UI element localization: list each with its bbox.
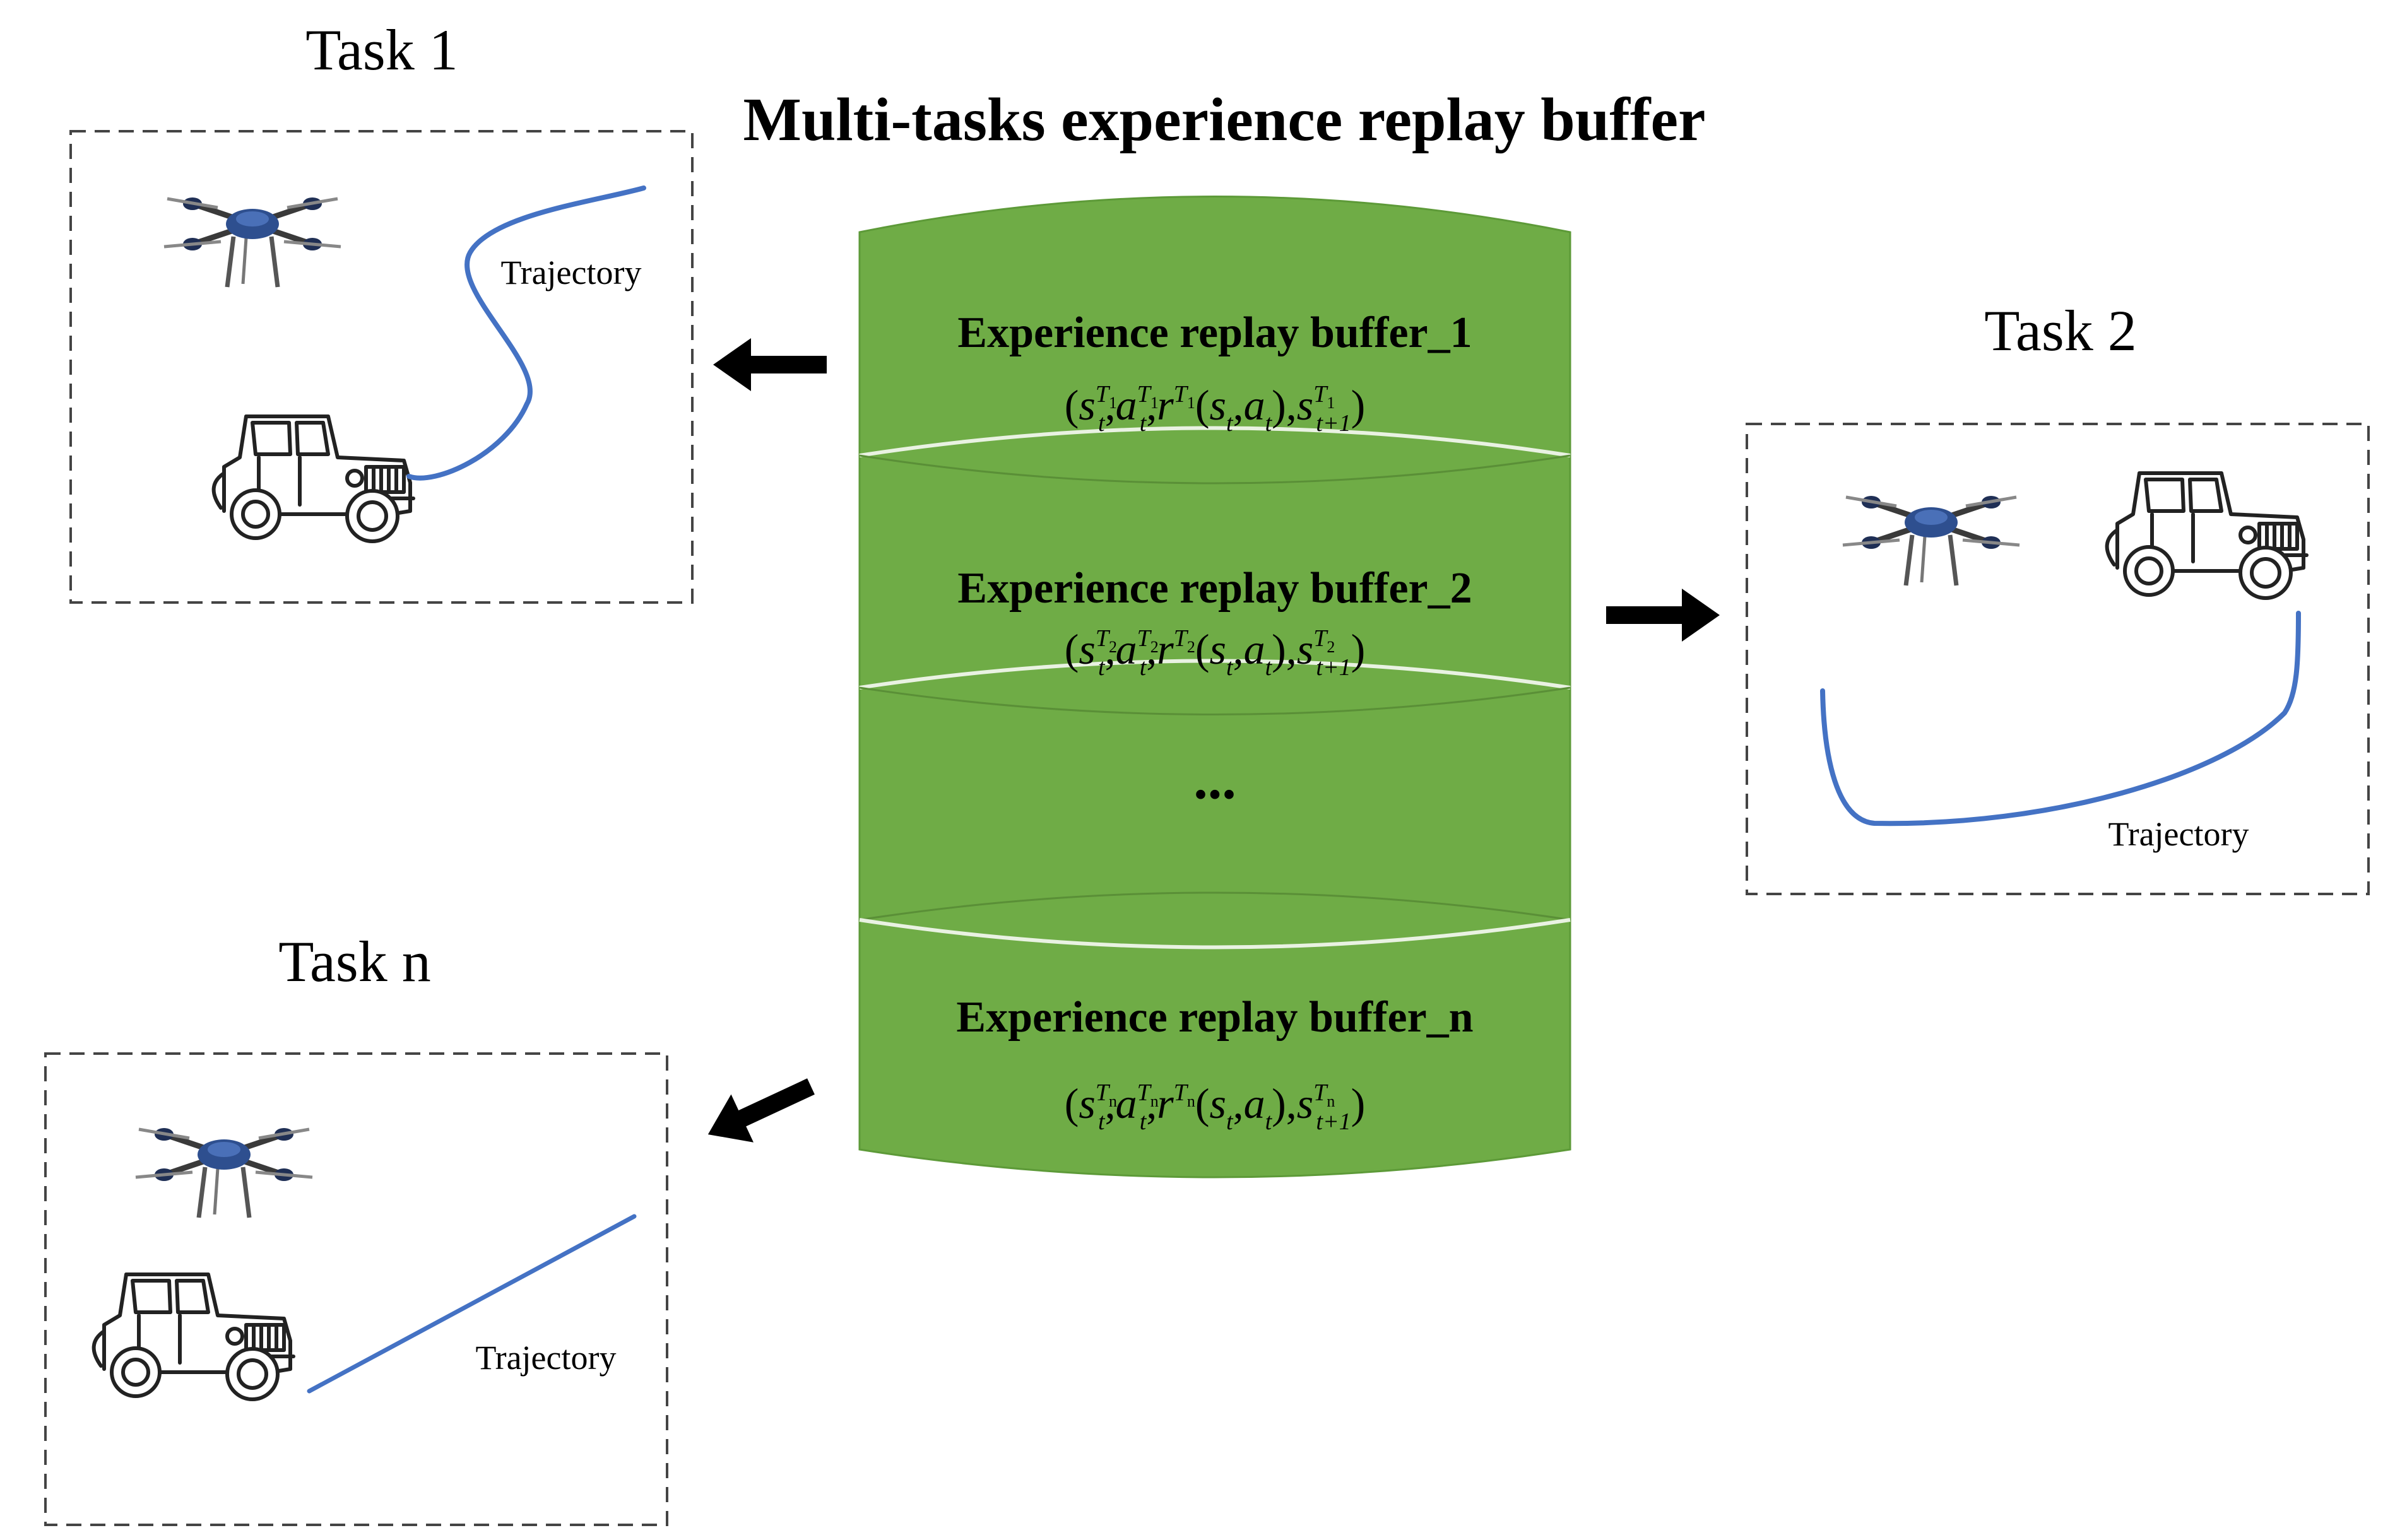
buffer-separator	[859, 659, 1571, 715]
buffer-separator	[859, 426, 1571, 485]
quadcopter-drone-icon	[164, 197, 341, 287]
buffer-1-label: Experience replay buffer_1	[957, 309, 1472, 357]
trajectory-curve	[406, 185, 646, 481]
quadcopter-drone-icon	[136, 1128, 312, 1218]
trajectory-label: Trajectory	[2108, 815, 2249, 853]
arrow-icon	[713, 338, 827, 391]
buffer-2-label: Experience replay buffer_2	[957, 564, 1472, 613]
arrow-icon	[1606, 589, 1720, 642]
buffer-n-label: Experience replay buffer_n	[956, 993, 1473, 1042]
arrow-icon	[697, 1062, 822, 1159]
jeep-vehicle-icon	[214, 416, 413, 541]
jeep-vehicle-icon	[2107, 473, 2307, 598]
task-1-panel: Trajectory	[69, 130, 694, 604]
trajectory-label: Trajectory	[501, 254, 642, 291]
trajectory-label: Trajectory	[476, 1339, 617, 1377]
task-2-label: Task 2	[1984, 298, 2136, 363]
diagram-title: Multi-tasks experience replay buffer	[743, 86, 1705, 154]
trajectory-line	[307, 1214, 637, 1394]
buffer-ellipsis: ...	[1193, 748, 1236, 811]
quadcopter-drone-icon	[1843, 496, 2019, 585]
buffer-separator	[859, 891, 1571, 949]
trajectory-curve	[1820, 611, 2301, 826]
task-n-panel: Trajectory	[44, 1052, 668, 1526]
jeep-vehicle-icon	[94, 1274, 293, 1399]
task-1-label: Task 1	[305, 18, 458, 82]
task-n-label: Task n	[278, 929, 430, 994]
task-2-panel: Trajectory	[1746, 423, 2370, 895]
